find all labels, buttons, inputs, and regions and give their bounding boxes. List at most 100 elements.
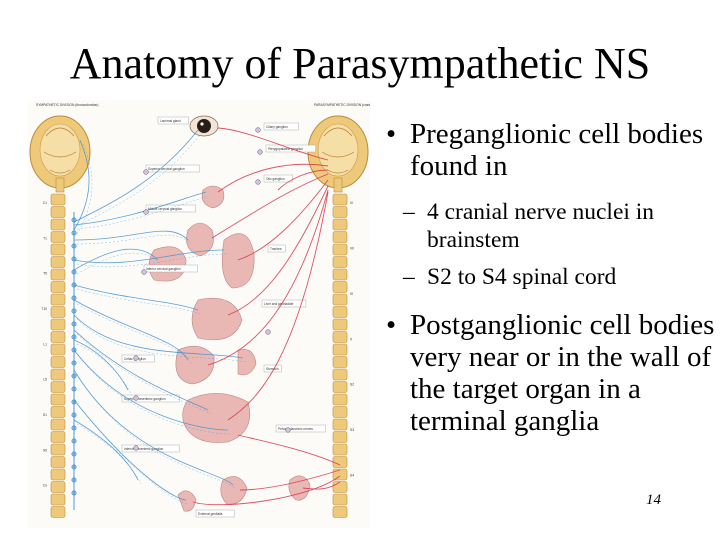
sympathetic-nerve — [73, 399, 187, 501]
sympathetic-nerve — [73, 369, 234, 486]
ganglion-node — [143, 169, 149, 175]
right-spine-vertebra — [332, 193, 348, 206]
figure-callout: Lacrimal gland — [157, 116, 189, 125]
parasympathetic-nerve — [237, 434, 341, 466]
sympathetic-nerve — [73, 329, 209, 411]
right-spine-vertebra — [332, 281, 348, 293]
figure-callout: Pelvic splanchnic nerves — [275, 424, 326, 433]
left-spine-label: T10 — [41, 307, 47, 311]
right-spine-label: S3 — [350, 428, 354, 432]
sympathetic-nerve — [73, 284, 199, 311]
right-spine-vertebra — [332, 256, 348, 268]
left-spine-vertebra — [50, 331, 66, 343]
left-spine-vertebra — [50, 306, 66, 318]
liver — [191, 297, 243, 341]
parasympathetic-nerve — [277, 169, 329, 191]
callout-label: Stomach — [266, 367, 279, 371]
left-spine-label: S5 — [43, 448, 47, 452]
left-spine-vertebra — [50, 293, 66, 306]
ganglion-node — [255, 127, 261, 133]
header-sympathetic: SYMPATHETIC DIVISION (thoracolumbar) — [36, 103, 99, 107]
parasympathetic-nerve — [302, 481, 341, 490]
figure-callout: External genitalia — [195, 509, 235, 518]
left-spine-vertebra — [50, 443, 66, 456]
heart — [186, 222, 214, 257]
left-brain-stem — [55, 177, 65, 193]
right-spine-vertebra — [332, 506, 348, 518]
right-spine-vertebra — [332, 293, 348, 306]
ganglion-node — [285, 427, 291, 433]
bullet-preganglionic-text: Preganglionic cell bodies found in — [410, 118, 704, 182]
right-spine — [332, 193, 348, 518]
left-spine-label: L5 — [43, 378, 47, 382]
left-spine-vertebra — [50, 431, 66, 443]
callout-label: Superior cervical ganglion — [148, 167, 185, 171]
sympathetic-nerve — [73, 314, 244, 359]
ganglion-node — [133, 395, 139, 401]
left-spine-vertebra — [50, 218, 66, 231]
right-spine-vertebra — [332, 268, 348, 281]
figure-callout: Otic ganglion — [263, 174, 293, 183]
sympathetic-nerve — [73, 299, 189, 361]
sub-bullet-dash: – — [403, 199, 415, 225]
left-spine-vertebra — [50, 206, 66, 218]
sympathetic-nerve — [73, 248, 159, 271]
header-parasympathetic: PARASYMPATHETIC DIVISION (craniosacral) — [314, 103, 370, 107]
right-spine-vertebra — [332, 381, 348, 393]
ganglion-node — [255, 179, 261, 185]
right-spine-vertebra — [332, 493, 348, 506]
sympathetic-nerve — [73, 419, 139, 481]
eye-highlight — [200, 122, 204, 126]
right-spine-label: X — [350, 337, 353, 341]
bullet-postganglionic: • Postganglionic cell bodies very near o… — [380, 309, 715, 437]
lung-left — [148, 246, 187, 282]
sympathetic-postganglionic-nerve — [76, 133, 202, 227]
sympathetic-postganglionic-nerve — [76, 423, 142, 485]
sympathetic-postganglionic-nerve — [76, 195, 210, 230]
eye-iris — [197, 119, 211, 133]
right-spine-vertebra — [332, 443, 348, 456]
sympathetic-postganglionic-nerve — [76, 143, 93, 235]
right-spine-vertebra — [332, 481, 348, 493]
sympathetic-postganglionic-nerve — [76, 403, 190, 505]
left-spine-label: L1 — [43, 342, 47, 346]
ganglion-node — [143, 209, 149, 215]
sympathetic-postganglionic-nerve — [76, 343, 132, 395]
left-spine-vertebra — [50, 418, 66, 431]
sympathetic-nerve — [73, 191, 207, 226]
sub-bullet-cranial-text: 4 cranial nerve nuclei in brainstem — [427, 199, 655, 253]
right-spine-vertebra — [332, 231, 348, 243]
bullet-list: • Preganglionic cell bodies found in – 4… — [380, 118, 715, 437]
right-brain-folds — [321, 127, 355, 174]
callout-box — [143, 264, 198, 273]
left-spine-vertebra — [50, 281, 66, 293]
callout-label: Liver and gallbladder — [264, 302, 295, 306]
right-spine-vertebra — [332, 243, 348, 256]
sub-bullet-cranial: – 4 cranial nerve nuclei in brainstem — [380, 198, 715, 254]
callout-label: Ciliary ganglion — [266, 125, 288, 129]
right-spine-vertebra — [332, 393, 348, 406]
callout-label: Pterygopalatine ganglion — [268, 147, 303, 151]
callout-box — [157, 116, 189, 125]
left-spine-vertebra — [50, 193, 66, 206]
sympathetic-postganglionic-nerve — [76, 318, 247, 363]
sympathetic-postganglionic-nerve — [76, 288, 202, 315]
callout-label: Inferior mesenteric ganglion — [124, 447, 164, 451]
ganglion-node — [257, 149, 263, 155]
parasympathetic-nerve — [239, 469, 341, 491]
figure-callout: Inferior mesenteric ganglion — [121, 444, 180, 453]
callout-label: Pelvic splanchnic nerves — [278, 427, 313, 431]
left-spine-label: Co — [43, 484, 47, 488]
right-spine-vertebra — [332, 431, 348, 443]
callout-box — [263, 174, 293, 183]
right-spine-vertebra — [332, 206, 348, 218]
left-spine-label: T5 — [43, 272, 47, 276]
parasympathetic-nerve — [227, 185, 329, 316]
sympathetic-postganglionic-nerve — [76, 303, 192, 365]
right-spine-vertebra — [332, 318, 348, 331]
sympathetic-postganglionic-nerve — [76, 353, 232, 435]
ganglion-node — [133, 445, 139, 451]
parasympathetic-nerve — [217, 127, 329, 161]
callout-label: Otic ganglion — [266, 177, 285, 181]
left-brain-folds — [43, 127, 77, 174]
